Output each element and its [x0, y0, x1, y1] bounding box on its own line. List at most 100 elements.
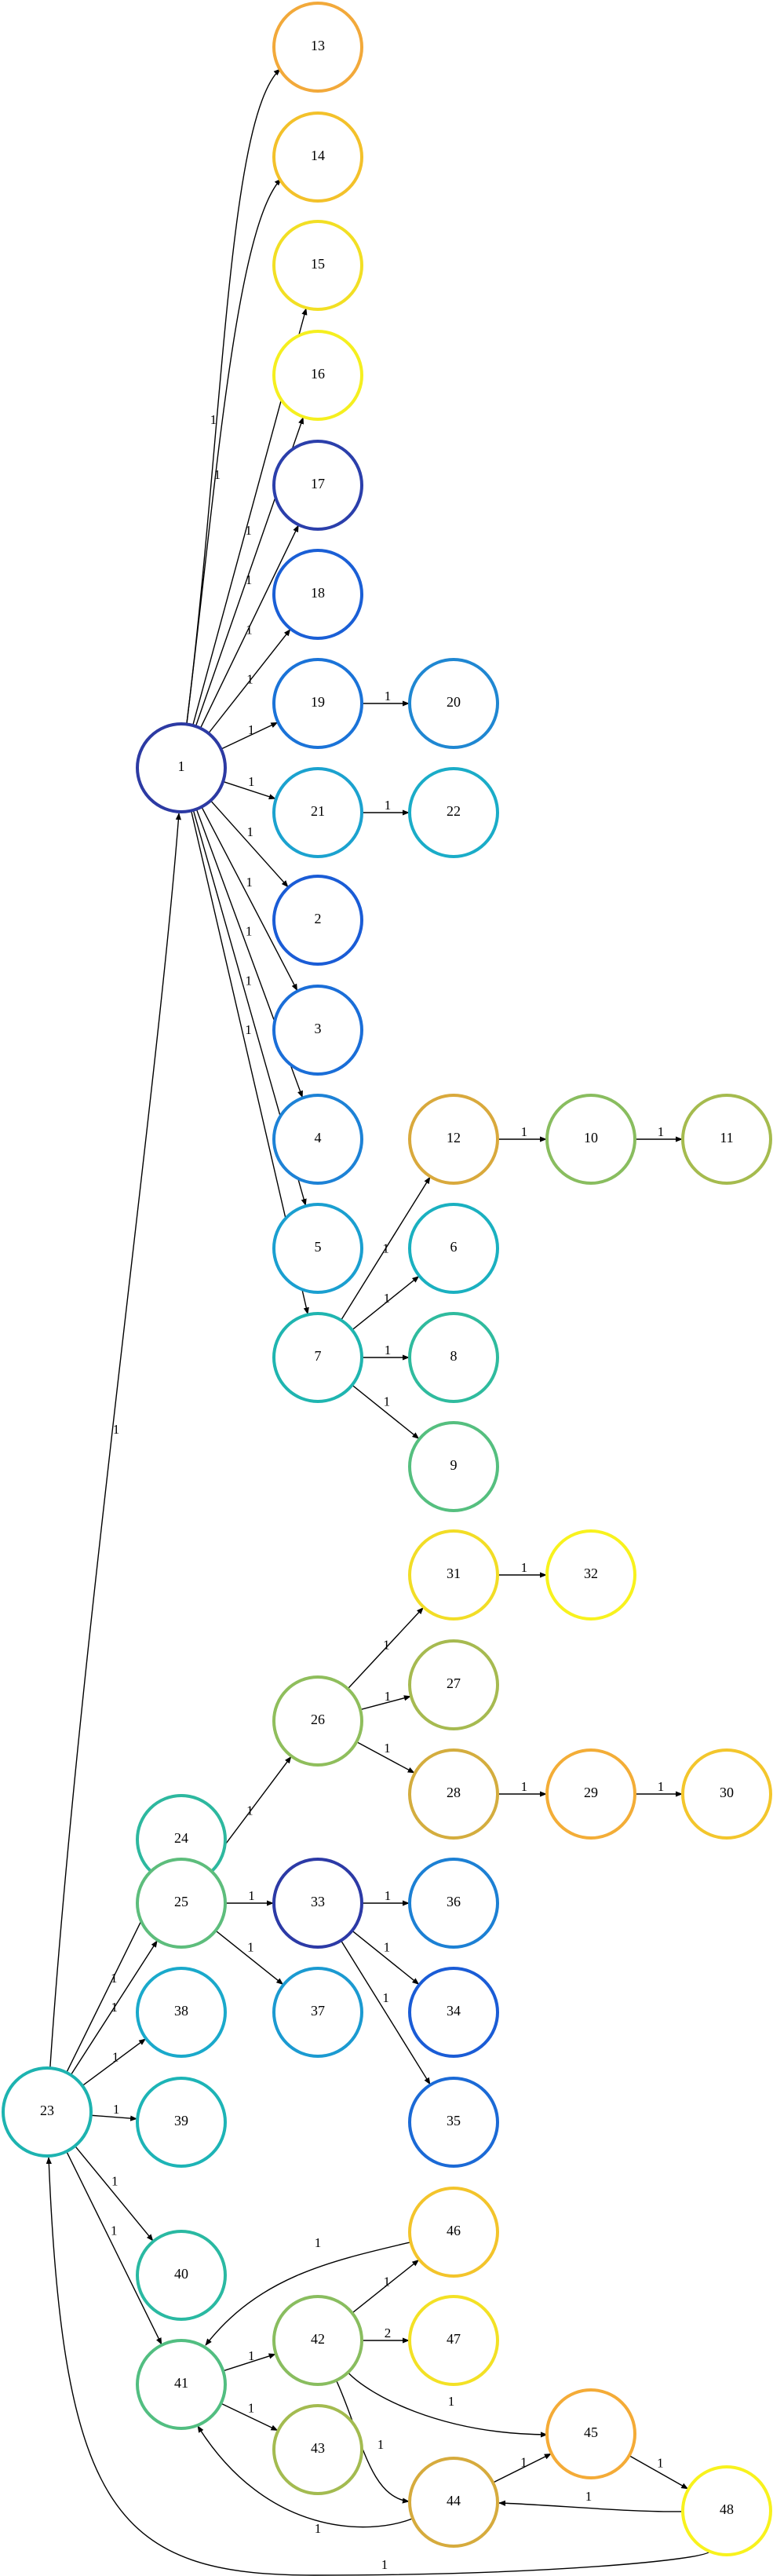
- edge-29-30: 1: [635, 1779, 683, 1797]
- node-label: 22: [447, 803, 461, 819]
- edge-45-48: 1: [629, 2454, 689, 2490]
- node-label: 45: [584, 2424, 598, 2440]
- node-1: 1: [136, 722, 227, 813]
- node-circle: [408, 2187, 499, 2278]
- node-22: 22: [408, 767, 499, 858]
- node-circle: [408, 1529, 499, 1621]
- node-label: 18: [311, 585, 325, 601]
- node-label: 1: [178, 758, 185, 774]
- node-circle: [408, 1967, 499, 2058]
- edge-line: [82, 2038, 146, 2087]
- node-circle: [2, 2066, 93, 2158]
- edge-1-19: 1: [221, 722, 279, 750]
- node-18: 18: [272, 549, 363, 640]
- node-circle: [272, 2404, 363, 2495]
- node-label: 6: [450, 1239, 458, 1255]
- edge-weight-label: 1: [521, 1124, 528, 1139]
- edge-7-6: 1: [352, 1276, 420, 1331]
- node-label: 42: [311, 2331, 325, 2347]
- edge-line: [186, 68, 281, 725]
- edge-weight-label: 1: [246, 924, 253, 939]
- edge-line: [498, 2500, 684, 2512]
- edge-line: [629, 2454, 689, 2490]
- node-label: 30: [720, 1785, 734, 1800]
- edge-line: [205, 2242, 411, 2346]
- node-label: 12: [447, 1130, 461, 1145]
- edge-48-44: 1: [498, 2489, 684, 2512]
- edge-weight-label: 1: [384, 1394, 391, 1409]
- edge-line: [221, 2402, 279, 2432]
- node-7: 7: [272, 1312, 363, 1403]
- edge-weight-label: 1: [385, 1343, 392, 1357]
- edge-1-18: 1: [208, 629, 291, 734]
- edge-line: [208, 629, 291, 734]
- node-label: 48: [720, 2501, 734, 2517]
- edge-line: [223, 2353, 276, 2372]
- node-label: 33: [311, 1894, 325, 1909]
- node-circle: [272, 2295, 363, 2386]
- node-4: 4: [272, 1094, 363, 1185]
- edge-42-47: 2: [362, 2326, 410, 2344]
- edge-weight-label: 1: [248, 1888, 255, 1903]
- edge-weight-label: 1: [384, 1940, 391, 1955]
- node-circle: [136, 2339, 227, 2430]
- node-2: 2: [272, 875, 363, 966]
- edge-weight-label: 1: [246, 671, 253, 686]
- edge-line: [90, 2114, 138, 2121]
- edge-21-22: 1: [362, 798, 410, 816]
- edge-weight-label: 1: [111, 1971, 118, 1986]
- edge-weight-label: 1: [111, 2000, 118, 2015]
- node-label: 35: [447, 2113, 461, 2128]
- node-label: 13: [311, 38, 325, 53]
- edge-1-21: 1: [222, 774, 276, 800]
- node-37: 37: [272, 1967, 363, 2058]
- edge-25-37: 1: [215, 1930, 284, 1985]
- edge-weight-label: 1: [377, 2437, 385, 2452]
- edge-23-1: 1: [49, 813, 181, 2069]
- edge-1-2: 1: [210, 800, 289, 888]
- edge-weight-label: 1: [248, 2348, 255, 2363]
- edge-line: [197, 2425, 414, 2528]
- node-circle: [272, 549, 363, 640]
- node-label: 9: [450, 1457, 458, 1473]
- node-circle: [681, 1748, 772, 1840]
- node-26: 26: [272, 1675, 363, 1767]
- edge-26-31: 1: [347, 1607, 424, 1690]
- node-31: 31: [408, 1529, 499, 1621]
- edge-weight-label: 1: [113, 2102, 120, 2117]
- node-label: 5: [315, 1239, 322, 1255]
- node-circle: [408, 2295, 499, 2386]
- node-label: 14: [311, 148, 325, 163]
- node-circle: [272, 1967, 363, 2058]
- node-43: 43: [272, 2404, 363, 2495]
- node-circle: [681, 1094, 772, 1185]
- node-label: 43: [311, 2440, 325, 2456]
- node-label: 7: [315, 1348, 322, 1364]
- edge-line: [340, 1940, 431, 2085]
- edge-weight-label: 1: [315, 2521, 322, 2536]
- edge-28-29: 1: [498, 1779, 547, 1797]
- edge-weight-label: 1: [385, 1689, 392, 1704]
- edge-weight-label: 1: [248, 2400, 255, 2415]
- edge-42-46: 1: [352, 2259, 420, 2314]
- node-17: 17: [272, 440, 363, 531]
- node-label: 25: [174, 1894, 188, 1909]
- edge-line: [221, 722, 279, 750]
- edge-line: [347, 1607, 424, 1690]
- node-circle: [136, 1858, 227, 1949]
- node-34: 34: [408, 1967, 499, 2058]
- node-circle: [272, 1094, 363, 1185]
- edge-line: [359, 1695, 411, 1711]
- edge-44-45: 1: [492, 2453, 552, 2483]
- edge-26-28: 1: [356, 1741, 415, 1774]
- node-label: 27: [447, 1675, 461, 1691]
- edge-weight-label: 1: [113, 1422, 120, 1437]
- node-38: 38: [136, 1967, 227, 2058]
- node-label: 21: [311, 803, 325, 819]
- node-label: 2: [315, 911, 322, 926]
- node-42: 42: [272, 2295, 363, 2386]
- node-3: 3: [272, 985, 363, 1076]
- node-circle: [545, 1529, 636, 1621]
- edge-line: [222, 780, 276, 800]
